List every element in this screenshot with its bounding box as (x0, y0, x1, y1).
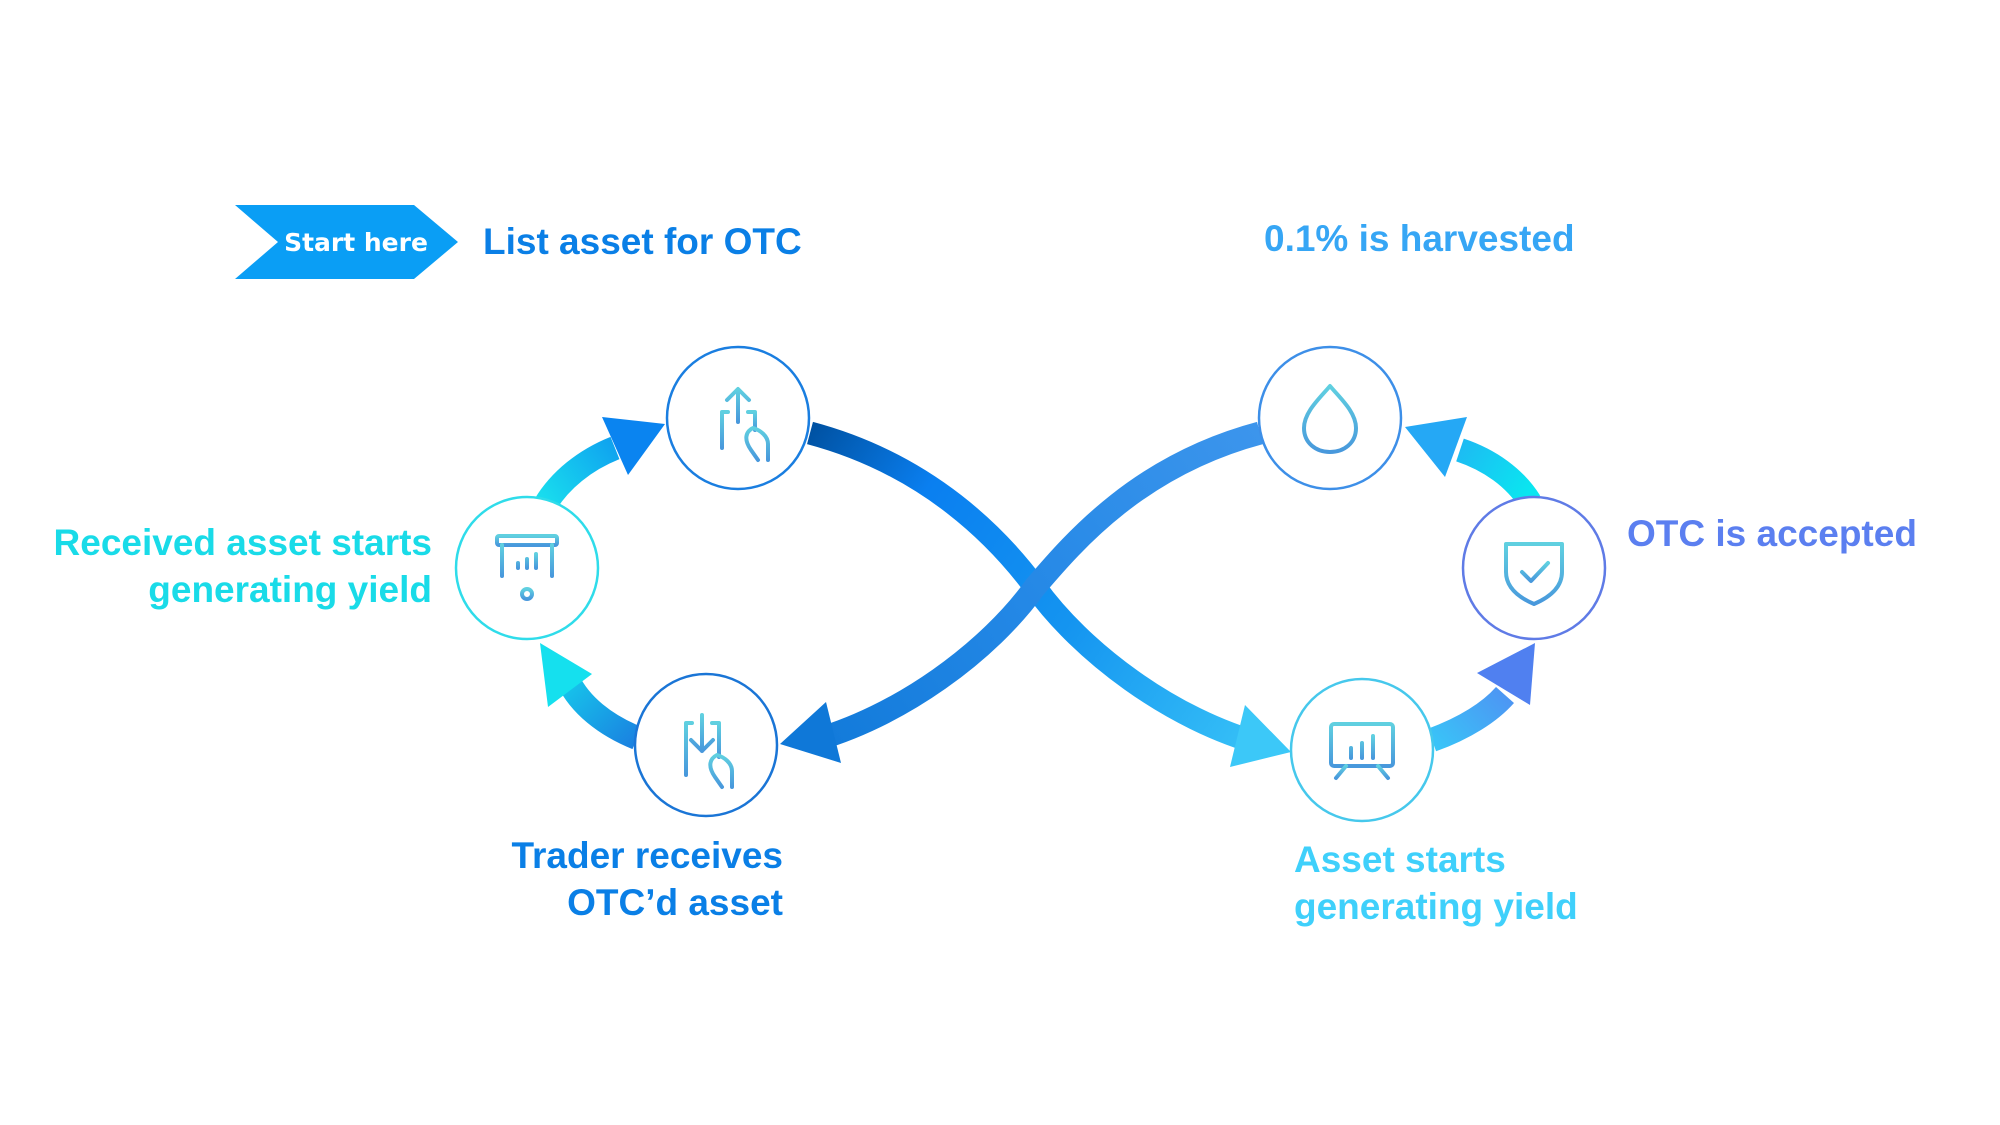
arrow-yield-to-accepted (1427, 643, 1535, 752)
arrowhead (540, 643, 592, 707)
curve-a-arrowhead (1230, 705, 1291, 767)
start-here-banner[interactable]: Start here (235, 205, 458, 279)
label-list-asset: List asset for OTC (483, 218, 802, 265)
shield-check-icon (1504, 542, 1564, 606)
arrowhead (602, 417, 665, 475)
label-accepted: OTC is accepted (1627, 510, 1917, 557)
step-node-received-yield[interactable] (454, 495, 600, 641)
node-ring (1461, 495, 1607, 641)
step-node-harvested[interactable] (1257, 345, 1403, 491)
arrow-accepted-to-harvested (1405, 417, 1541, 509)
label-line: OTC is accepted (1627, 513, 1917, 554)
label-trader-receives: Trader receives OTC’d asset (511, 832, 783, 926)
hand-swipe-down-icon (684, 713, 734, 789)
label-line: 0.1% is harvested (1264, 218, 1575, 259)
curve-b-path (805, 421, 1263, 754)
label-harvested: 0.1% is harvested (1264, 215, 1575, 262)
hand-swipe-up-icon (720, 387, 770, 462)
label-line: generating yield (1294, 886, 1578, 927)
arrowhead (1405, 417, 1467, 477)
label-line: List asset for OTC (483, 221, 802, 262)
label-line: Asset starts (1294, 839, 1506, 880)
arrow-path (1455, 438, 1541, 509)
curve-b-arrowhead (780, 702, 841, 763)
easel-chart-icon (1329, 714, 1395, 780)
label-line: Received asset starts (53, 522, 432, 563)
step-node-trader-receives[interactable] (633, 672, 779, 818)
step-node-list[interactable] (665, 345, 811, 491)
infinity-curve-b (780, 421, 1263, 763)
node-ring (1257, 345, 1403, 491)
label-line: OTC’d asset (567, 882, 783, 923)
arrowhead (1477, 643, 1535, 705)
banner-shape (235, 205, 458, 279)
presentation-board-icon (495, 534, 559, 601)
arrow-received-to-list (534, 417, 665, 512)
label-asset-yield: Asset starts generating yield (1294, 836, 1578, 930)
arrow-path (1427, 686, 1514, 752)
step-node-asset-yield[interactable] (1289, 677, 1435, 823)
arrow-trader-to-received (540, 643, 642, 750)
banner-label: Start here (284, 228, 428, 257)
water-drop-icon (1302, 384, 1358, 454)
arrow-path (534, 436, 620, 512)
label-line: Trader receives (511, 835, 783, 876)
step-node-accepted[interactable] (1461, 495, 1607, 641)
label-line: generating yield (148, 569, 432, 610)
arrow-path (557, 674, 642, 750)
label-received-yield: Received asset starts generating yield (54, 519, 432, 613)
